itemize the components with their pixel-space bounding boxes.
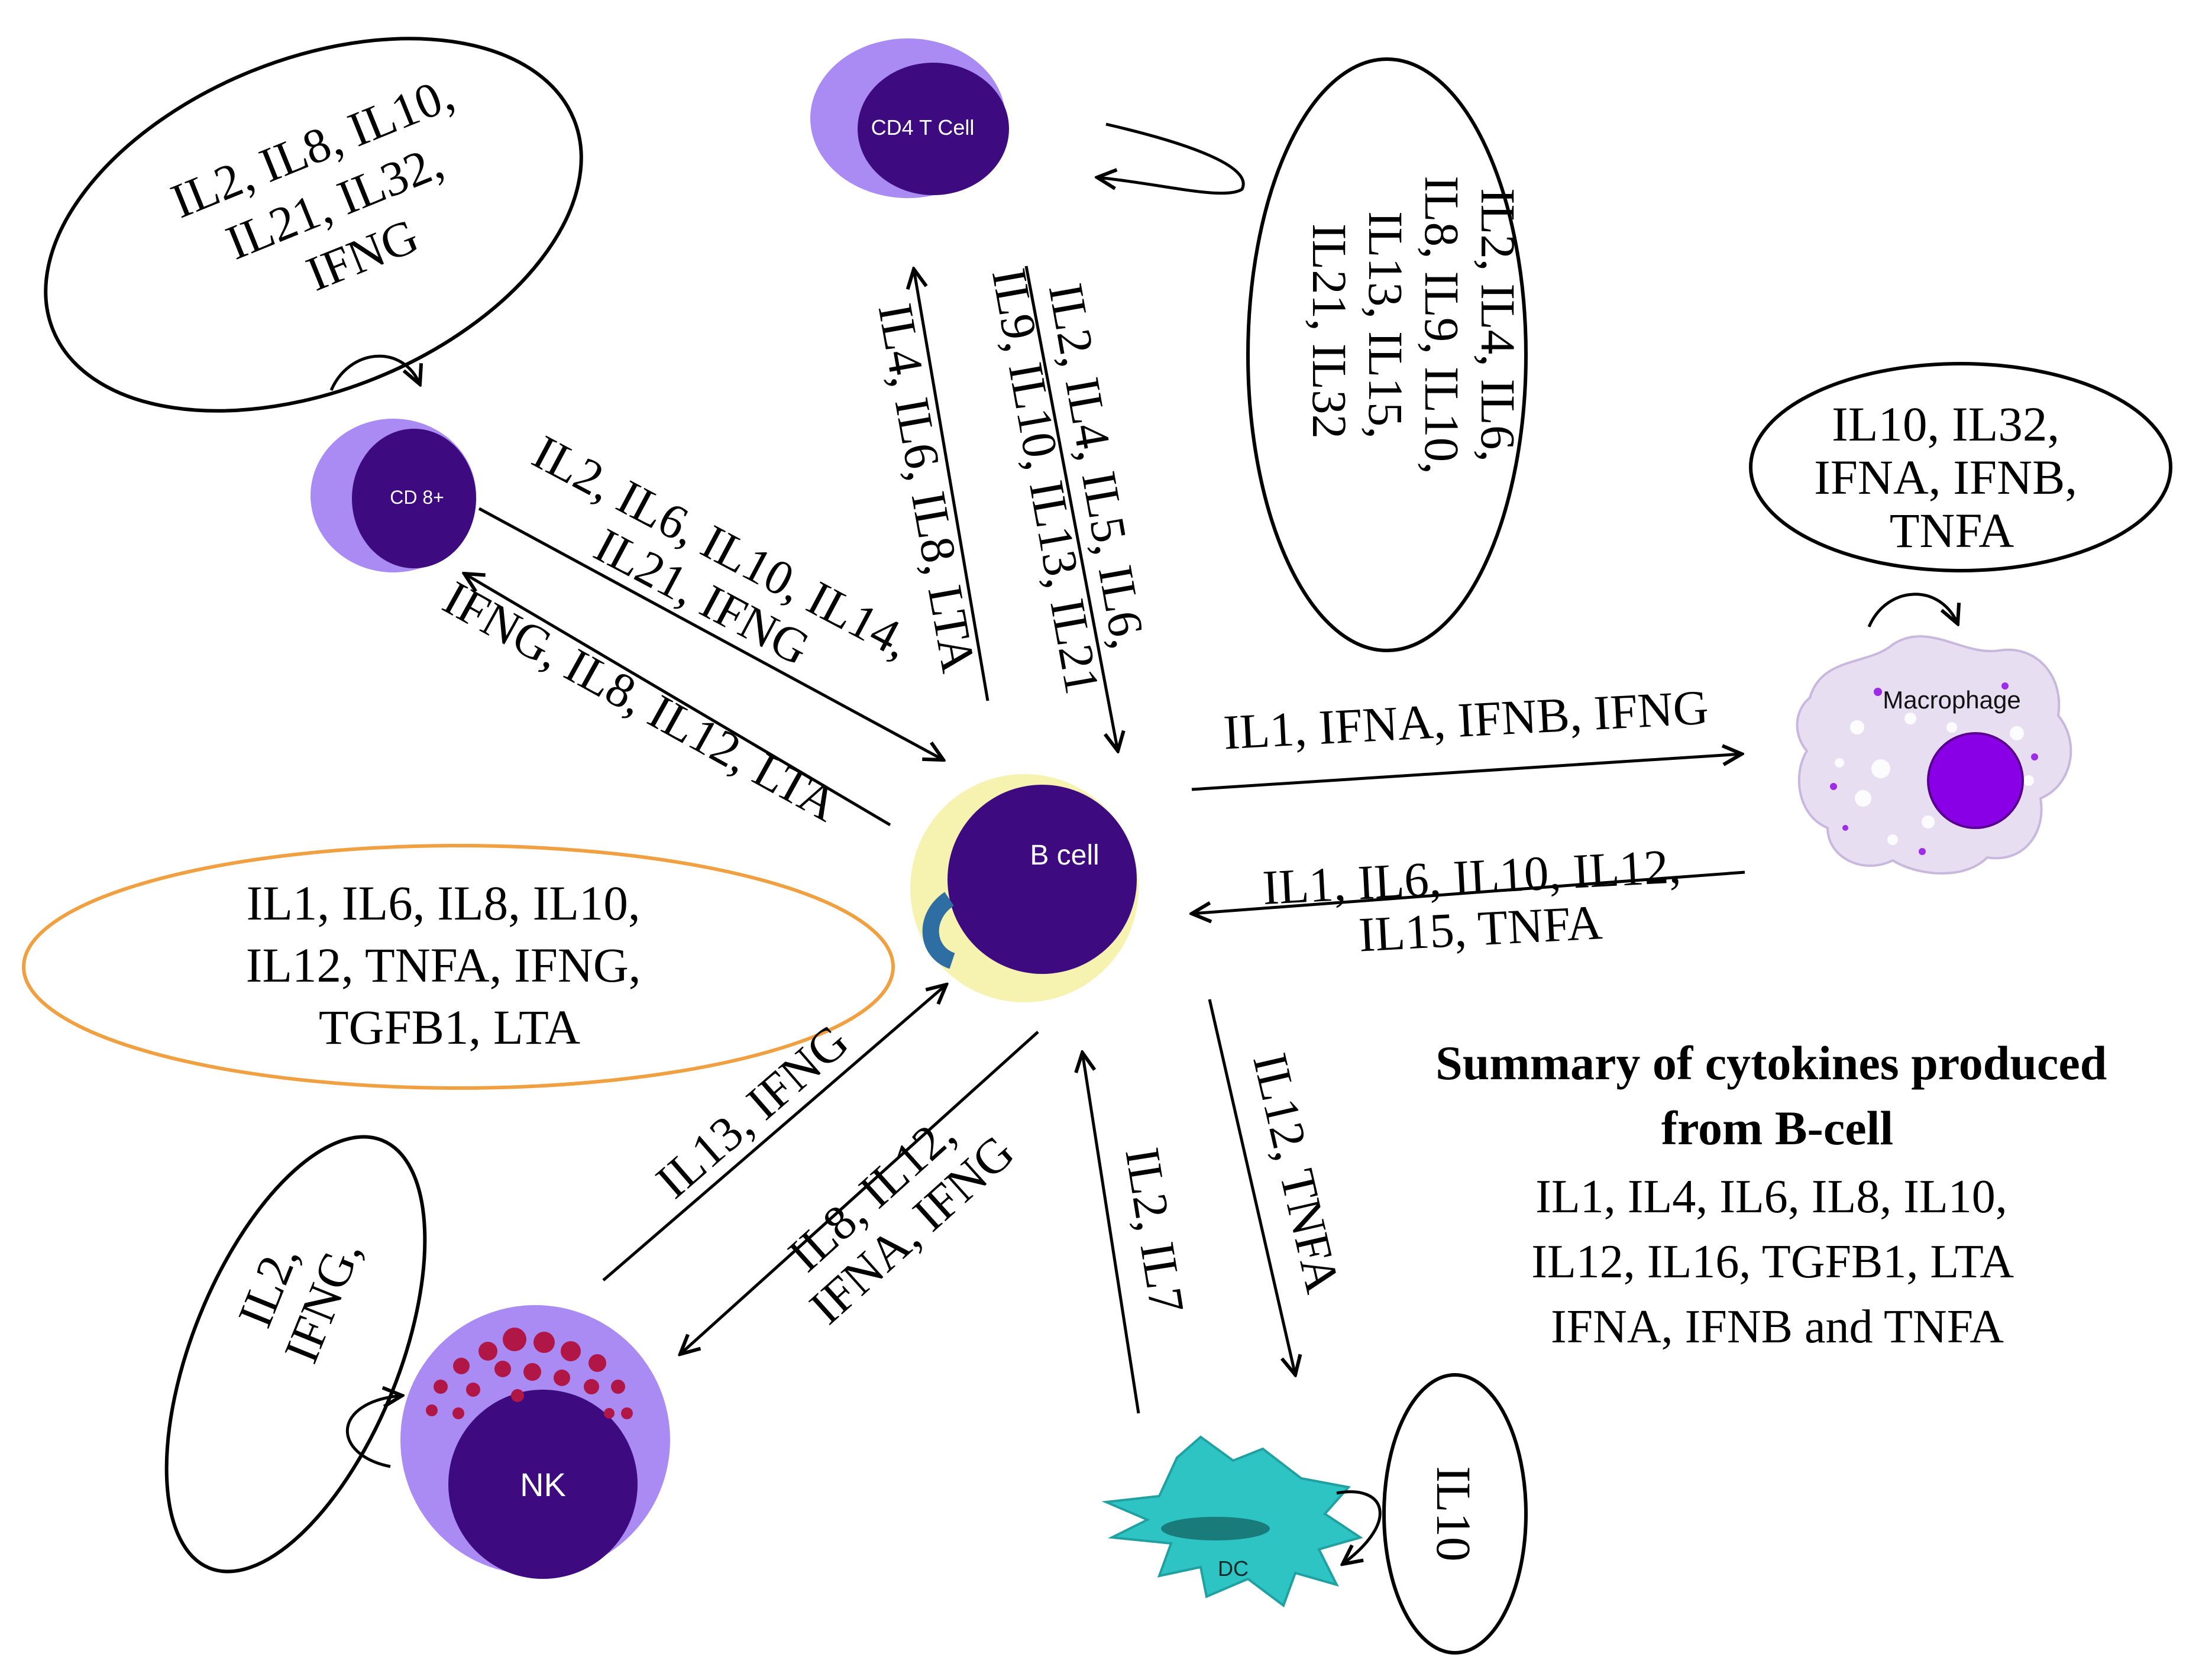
- macrophage-self-loop: IL10, IL32, IFNA, IFNB, TNFA: [1749, 362, 2172, 627]
- cd8-label: CD 8+: [390, 487, 444, 508]
- cd4-self-loop-text: IL2, IL4, IL6, IL8, IL9, IL10, IL13, IL1…: [1302, 176, 1525, 487]
- arrow-nk-to-bcell: [602, 985, 946, 1281]
- bcell-self-loop-text: IL1, IL6, IL8, IL10, IL12, TNFA, IFNG, T…: [246, 876, 654, 1054]
- arrow-cd8-to-bcell: [478, 507, 943, 760]
- arrow-macrophage-to-bcell: [1192, 870, 1745, 914]
- nk-label: NK: [520, 1466, 566, 1503]
- cd4-self-loop: IL2, IL4, IL6, IL8, IL9, IL10, IL13, IL1…: [1097, 57, 1528, 652]
- dendritic-cell: DC: [1101, 1435, 1363, 1608]
- arrow-bcell-to-macrophage: [1191, 754, 1742, 791]
- arrow-dc-to-bcell: [1082, 1053, 1140, 1414]
- dc-label: DC: [1218, 1556, 1249, 1581]
- label-macrophage-to-bcell: IL1, IL6, IL10, IL12, IL15, TNFA: [1261, 838, 1697, 967]
- macrophage: Macrophage: [1796, 635, 2072, 875]
- bcell-self-loop: IL1, IL6, IL8, IL10, IL12, TNFA, IFNG, T…: [22, 844, 956, 1090]
- label-bcell-to-nk: IL8, IL12, IFNA, IFNG: [764, 1085, 1024, 1334]
- dc-self-loop: IL10: [1336, 1373, 1528, 1655]
- cd8-t-cell: CD 8+: [311, 419, 476, 572]
- cd4-label: CD4 T Cell: [871, 115, 975, 140]
- arrow-bcell-to-dc: [1208, 999, 1295, 1375]
- label-cd4-to-bcell: IL2, IL4, IL5, IL6, IL9, IL10, IL13, IL2…: [982, 255, 1163, 698]
- nk-self-loop: IL2, IFNG,: [164, 1135, 427, 1574]
- summary-list: IL1, IL4, IL6, IL8, IL10, IL12, IL16, TG…: [1531, 1171, 2023, 1353]
- arrow-cd4-to-bcell: [1024, 266, 1118, 751]
- arrow-bcell-to-nk: [680, 1031, 1039, 1354]
- cd4-t-cell: CD4 T Cell: [810, 38, 1009, 198]
- summary-block: Summary of cytokines produced from B-cel…: [1435, 1036, 2119, 1353]
- label-dc-to-bcell: IL2, IL7: [1115, 1144, 1195, 1317]
- label-bcell-to-macrophage: IL1, IFNA, IFNB, IFNG: [1222, 680, 1710, 760]
- label-bcell-to-dc: IL12, TNFA: [1243, 1048, 1350, 1298]
- b-cell: B cell: [910, 774, 1139, 1002]
- macrophage-self-loop-text: IL10, IL32, IFNA, IFNB, TNFA: [1814, 397, 2090, 558]
- summary-title: Summary of cytokines produced from B-cel…: [1435, 1036, 2119, 1155]
- label-nk-to-bcell: IL13, IFNG: [646, 1014, 859, 1209]
- nk-cell: NK: [400, 1305, 670, 1579]
- nk-self-loop-text: IL2, IFNG,: [221, 1211, 371, 1370]
- bcell-label: B cell: [1030, 840, 1099, 871]
- cd8-self-loop-text: IL2, IL8, IL10, IL21, IL32, IFNG: [164, 61, 517, 338]
- arrow-bcell-to-cd8: [464, 574, 891, 827]
- macrophage-label: Macrophage: [1883, 686, 2020, 714]
- cd8-self-loop: IL2, IL8, IL10, IL21, IL32, IFNG: [44, 37, 583, 413]
- arrow-bcell-to-cd4: [914, 269, 989, 701]
- dc-self-loop-text: IL10: [1427, 1466, 1481, 1561]
